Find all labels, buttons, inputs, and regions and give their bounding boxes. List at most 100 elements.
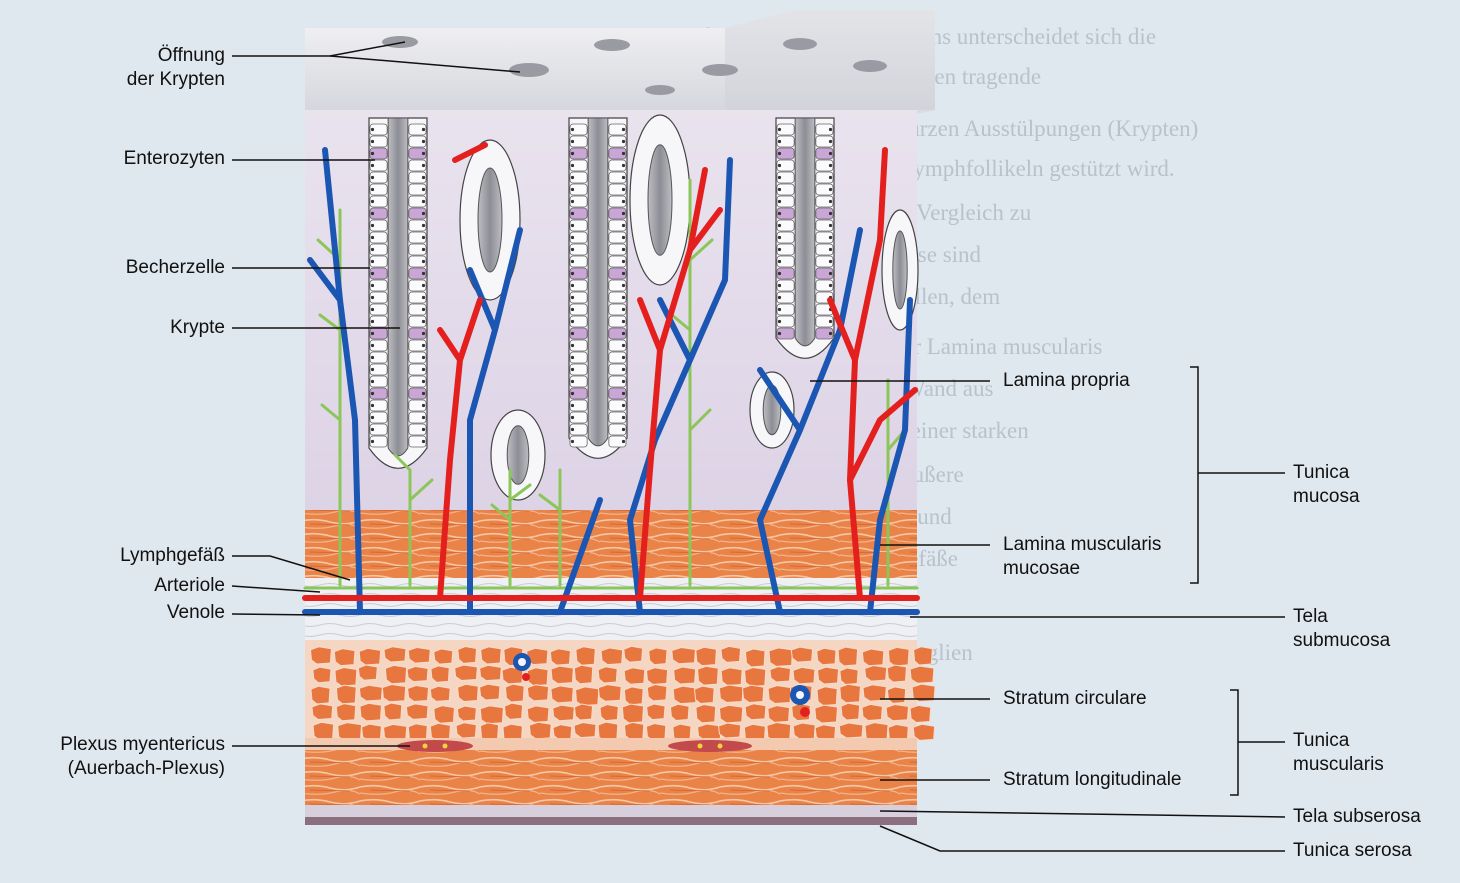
circular-muscle-cell [862, 704, 882, 720]
stratum-longitudinale-layer [305, 750, 917, 805]
circular-muscle-cell [313, 722, 334, 740]
circular-muscle-cell [910, 666, 934, 683]
circular-muscle-cell [408, 647, 430, 663]
circular-muscle-cell [840, 684, 861, 702]
label-tunica-muscularis-line2: muscularis [1293, 753, 1384, 777]
circular-muscle-cell [768, 686, 791, 704]
circular-muscle-cell [336, 685, 356, 704]
label-oeffnung-line1: Öffnung [60, 44, 225, 68]
circular-muscle-cell [458, 647, 477, 664]
label-tunica-serosa: Tunica serosa [1293, 839, 1412, 863]
crypt [569, 118, 627, 458]
circular-muscle-cell [310, 647, 331, 664]
circular-muscle-cell [840, 668, 858, 684]
circular-muscle-cell [312, 704, 333, 720]
circular-muscle-cell [745, 649, 765, 667]
circular-muscle-cell [841, 703, 860, 720]
circular-muscle-cell [768, 706, 790, 723]
circular-muscle-cell [887, 687, 905, 703]
circular-muscle-cell [384, 647, 406, 662]
label-tunica-muscularis: Tunica muscularis [1293, 729, 1384, 777]
circular-muscle-cell [550, 649, 570, 665]
circular-muscle-cell [527, 706, 549, 722]
circular-muscle-cell [574, 665, 592, 684]
label-tela-subserosa: Tela subserosa [1293, 805, 1421, 829]
label-tunica-mucosa-line1: Tunica [1293, 461, 1360, 485]
circular-muscle-cell [311, 686, 330, 704]
circular-muscle-cell [674, 667, 696, 684]
circular-muscle-cell [745, 704, 766, 720]
circular-muscle-cell [862, 649, 884, 666]
circular-muscle-cell [457, 706, 476, 721]
circular-muscle-cell [670, 704, 689, 720]
circular-muscle-cell [624, 646, 643, 662]
circular-muscle-cell [646, 723, 666, 740]
label-stratum-longitudinale: Stratum longitudinale [1003, 768, 1182, 792]
circular-muscle-cell [382, 684, 405, 701]
circular-muscle-cell [769, 648, 793, 666]
label-oeffnung: Öffnung der Krypten [60, 44, 225, 92]
label-lamina-propria: Lamina propria [1003, 369, 1130, 393]
circular-muscle-cell [431, 666, 449, 682]
circular-muscle-cell [360, 703, 382, 721]
circular-muscle-cell [622, 704, 643, 723]
label-becherzelle: Becherzelle [40, 256, 225, 280]
circular-muscle-cell [384, 703, 402, 720]
label-lamina-muscularis: Lamina muscularis mucosae [1003, 533, 1161, 581]
circular-muscle-cell [598, 685, 621, 702]
label-arteriole: Arteriole [40, 574, 225, 598]
circular-muscle-cell [910, 705, 931, 722]
label-venole: Venole [40, 601, 225, 625]
circular-muscle-cell [649, 648, 667, 665]
circular-muscle-cell [793, 723, 815, 739]
circular-muscle-cell [696, 705, 716, 723]
circular-muscle-cell [815, 705, 838, 723]
circular-muscle-cell [695, 686, 715, 703]
circular-muscle-cell [647, 684, 667, 700]
circular-muscle-cell [434, 706, 455, 724]
circular-muscle-cell [480, 665, 502, 680]
crypt-cross-section [630, 115, 690, 285]
circular-muscle-cell [336, 704, 355, 721]
circular-muscle-cell [647, 704, 665, 720]
circular-muscle-cell [742, 685, 763, 702]
circular-muscle-cell [576, 687, 599, 706]
circular-muscle-cell [455, 665, 478, 681]
label-lamina-muscularis-line2: mucosae [1003, 557, 1161, 581]
label-lamina-muscularis-line1: Lamina muscularis [1003, 533, 1161, 557]
circular-muscle-cell [553, 725, 572, 740]
circular-muscle-cell [598, 667, 617, 683]
circular-muscle-cell [480, 684, 500, 700]
circular-muscle-cell [527, 685, 548, 701]
circular-muscle-cell [434, 649, 453, 664]
circular-muscle-cell [839, 723, 863, 738]
circular-muscle-cell [406, 704, 428, 719]
circular-muscle-cell [600, 705, 618, 721]
circular-muscle-cell [408, 686, 429, 702]
circular-muscle-cell [385, 665, 406, 683]
circular-muscle-cell [914, 647, 933, 665]
circular-muscle-cell [646, 668, 667, 685]
circular-muscle-cell [887, 665, 906, 682]
label-tela-submucosa-line2: submucosa [1293, 629, 1390, 653]
circular-muscle-cell [865, 666, 887, 682]
circular-muscle-cell [719, 685, 743, 702]
circular-muscle-cell [673, 686, 697, 703]
label-tela-submucosa-line1: Tela [1293, 605, 1390, 629]
crypt [776, 118, 834, 358]
circular-muscle-cell [529, 722, 551, 739]
crypt [369, 118, 427, 468]
circular-muscle-cell [791, 647, 812, 662]
circular-muscle-cell [551, 686, 573, 703]
circular-muscle-cell [313, 667, 331, 683]
circular-muscle-cell [359, 685, 382, 701]
circular-muscle-cell [334, 649, 355, 666]
circular-muscle-cell [601, 648, 623, 665]
circular-muscle-cell [359, 648, 381, 665]
circular-muscle-cell [553, 705, 575, 721]
circular-muscle-cell [504, 703, 522, 719]
crypt-cross-section [491, 410, 545, 500]
circular-muscle-cell [721, 646, 741, 662]
circular-muscle-cell [574, 723, 596, 738]
